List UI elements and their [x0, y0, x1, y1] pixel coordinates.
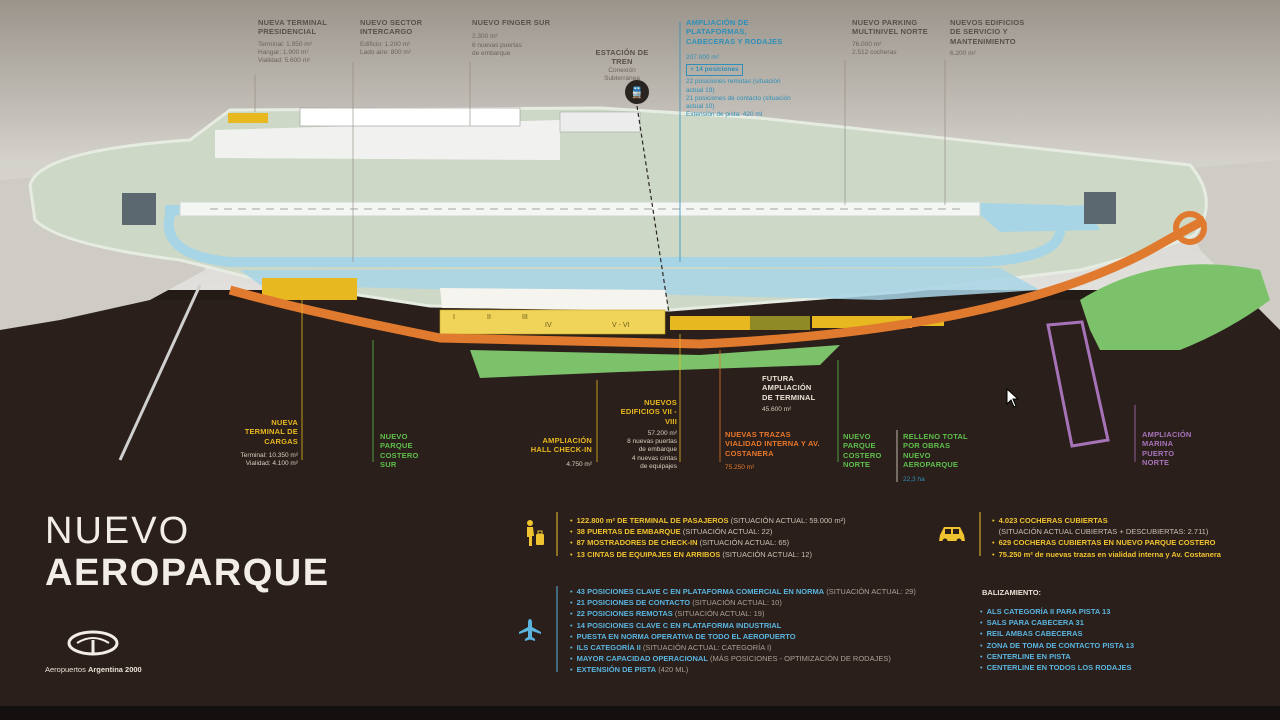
- airplane-icon: [516, 616, 544, 644]
- aa2000-logo-mark: [67, 630, 119, 656]
- jetty: [118, 284, 202, 461]
- cargo-sector-buildings: [299, 107, 521, 127]
- parking-stats: •4.023 COCHERAS CUBIERTAS •(SITUACIÓN AC…: [992, 515, 1221, 560]
- marina-pier: [1046, 320, 1110, 448]
- label-marina: Ampliación Marina Puerto Norte: [1142, 430, 1192, 468]
- passenger-stats: •122.800 m² DE TERMINAL DE PASAJEROS (SI…: [570, 515, 846, 560]
- stat-row: •ILS CATEGORÍA II (SITUACIÓN ACTUAL: CAT…: [570, 643, 772, 653]
- aa2000-logo: Aeropuertos Argentina 2000: [45, 628, 155, 674]
- terminal-section-label: IV: [545, 322, 552, 329]
- south-park: [470, 345, 840, 378]
- stat-row: •14 POSICIONES CLAVE C EN PLATAFORMA IND…: [570, 620, 782, 630]
- title-line1: NUEVO: [45, 510, 191, 552]
- label-edificios-vii-viii: Nuevos Edificios VII - VIII 57.200 m² 8 …: [620, 398, 677, 470]
- label-parque-norte: Nuevo Parque Costero Norte: [843, 432, 882, 470]
- terminal-roof: [440, 288, 668, 310]
- label-hall-checkin: Ampliación Hall Check-in 4.750 m²: [530, 436, 592, 468]
- title-line2: AEROPARQUE: [45, 552, 330, 594]
- label-terminal-cargas: Nueva Terminal de Cargas Terminal: 10.35…: [240, 418, 298, 468]
- label-futura-terminal: Futura Ampliación de Terminal 45.600 m²: [762, 374, 816, 414]
- stat-row: •21 POSICIONES DE CONTACTO (SITUACIÓN AC…: [570, 598, 782, 608]
- apron-platform: [240, 268, 1040, 300]
- list-item: •ZONA DE TOMA DE CONTACTO PISTA 13: [980, 640, 1135, 650]
- terminal-section-label: I: [453, 314, 455, 321]
- stat-row: •629 COCHERAS CUBIERTAS EN NUEVO PARQUE …: [992, 538, 1216, 548]
- label-terminal-presidencial: Nueva Terminal Presidencial Terminal: 1.…: [258, 18, 327, 64]
- car-icon: [936, 522, 968, 546]
- label-parking-norte: Nuevo Parking Multinivel Norte 76.000 m²…: [852, 18, 928, 56]
- service-buildings: [559, 111, 641, 133]
- stat-row: •13 CINTAS DE EQUIPAJES EN ARRIBOS (SITU…: [570, 549, 812, 559]
- runway-threshold-north: [1084, 192, 1116, 224]
- stat-row: •PUESTA EN NORMA OPERATIVA DE TODO EL AE…: [570, 631, 796, 641]
- terminal-section-label: III: [522, 314, 528, 321]
- stat-row: •75.250 m² de nuevas trazas en vialidad …: [992, 549, 1221, 559]
- stat-row: •EXTENSIÓN DE PISTA (420 ML): [570, 665, 689, 675]
- list-item: •REIL AMBAS CABECERAS: [980, 629, 1083, 639]
- train-tunnel-line: [636, 105, 671, 321]
- positions-badge: + 14 posiciones: [686, 64, 743, 77]
- stat-row: •87 MOSTRADORES DE CHECK-IN (SITUACIÓN A…: [570, 538, 790, 548]
- stat-row: •22 POSICIONES REMOTAS (SITUACIÓN ACTUAL…: [570, 609, 765, 619]
- logo-text: Aeropuertos Argentina 2000: [45, 665, 142, 674]
- label-sector-intercargo: Nuevo Sector Intercargo Edificio: 1.200 …: [360, 18, 423, 56]
- stat-row: •38 PUERTAS DE EMBARQUE (SITUACIÓN ACTUA…: [570, 527, 773, 537]
- aviation-stats: •43 POSICIONES CLAVE C EN PLATAFORMA COM…: [570, 586, 916, 676]
- runway-extension: [975, 205, 1100, 232]
- balizamiento-title: BALIZAMIENTO:: [982, 588, 1042, 597]
- list-item: •CENTERLINE EN TODOS LOS RODAJES: [980, 663, 1132, 673]
- label-estacion-tren: Estación de Tren Conexión Subterránea: [595, 48, 649, 82]
- train-icon: 🚆: [625, 80, 649, 104]
- presidential-terminal: [228, 113, 268, 123]
- terminal-extension-a: [670, 316, 750, 330]
- list-item: •SALS PARA CABECERA 31: [980, 618, 1084, 628]
- stat-row: •(SITUACIÓN ACTUAL CUBIERTAS + DESCUBIER…: [998, 527, 1209, 537]
- label-relleno: Relleno Total por Obras Nuevo Aeroparque…: [903, 432, 968, 483]
- north-buildings-area: [215, 120, 560, 160]
- list-item: •ALS CATEGORÍA II PARA PISTA 13: [980, 607, 1111, 616]
- bottom-bar: [0, 706, 1280, 720]
- costanera-avenue: [228, 215, 1208, 349]
- future-terminal: [750, 316, 810, 330]
- cargo-terminal: [262, 278, 357, 300]
- runway-threshold-south: [122, 193, 156, 225]
- north-park: [1080, 264, 1270, 350]
- stat-row: •MAYOR CAPACIDAD OPERACIONAL (MÁS POSICI…: [570, 654, 891, 664]
- stat-row: •4.023 COCHERAS CUBIERTAS: [992, 516, 1108, 525]
- label-finger-sur: Nuevo Finger Sur 2.300 m² 6 nuevas puert…: [472, 18, 551, 57]
- river-area: [0, 300, 1280, 720]
- label-edificios-servicio: Nuevos Edificios de Servicio y Mantenimi…: [950, 18, 1025, 58]
- upper-leader-lines: [254, 60, 946, 262]
- balizamiento-list: •ALS CATEGORÍA II PARA PISTA 13 •SALS PA…: [980, 606, 1134, 673]
- mouse-cursor-icon: [1006, 388, 1020, 408]
- label-trazas: Nuevas Trazas Vialidad Interna y Av. Cos…: [725, 430, 820, 472]
- traveler-luggage-icon: [522, 518, 546, 548]
- roundabout: [1173, 211, 1207, 245]
- stat-row: •43 POSICIONES CLAVE C EN PLATAFORMA COM…: [570, 587, 916, 596]
- label-plataformas: Ampliación de Plataformas, Cabeceras y R…: [686, 18, 791, 118]
- terminal-sections: [439, 309, 666, 335]
- terminal-section-label: II: [487, 314, 491, 321]
- list-item: •CENTERLINE EN PISTA: [980, 651, 1071, 661]
- label-parque-sur: Nuevo Parque Costero Sur: [380, 432, 419, 470]
- stat-row: •122.800 m² DE TERMINAL DE PASAJEROS (SI…: [570, 516, 846, 525]
- terminal-section-label: V - VI: [612, 322, 630, 329]
